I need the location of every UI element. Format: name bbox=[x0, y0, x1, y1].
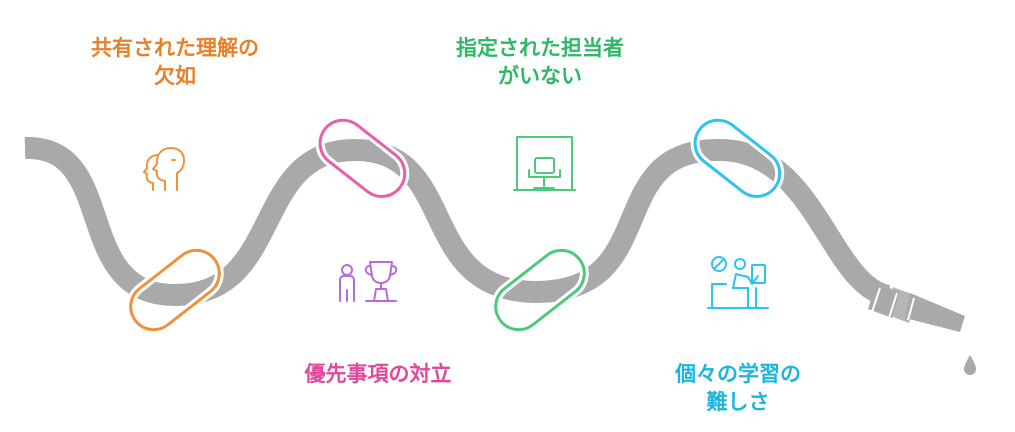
label-no-designated-owner: 指定された担当者 がいない bbox=[420, 34, 660, 90]
student-desk-icon bbox=[707, 256, 769, 309]
label-line-1: 優先事項の対立 bbox=[304, 362, 452, 386]
label-line-1: 個々の学習の bbox=[675, 362, 801, 386]
two-heads-icon bbox=[143, 147, 185, 191]
knot-orange-icon bbox=[126, 245, 224, 335]
label-line-1: 共有された理解の bbox=[91, 36, 259, 60]
label-line-1: 指定された担当者 bbox=[456, 36, 624, 60]
label-individual-learning-difficulty: 個々の学習の 難しさ bbox=[628, 360, 848, 416]
label-line-2: 難しさ bbox=[706, 390, 770, 414]
hose-path bbox=[24, 136, 892, 307]
person-trophy-icon bbox=[339, 261, 398, 302]
water-drop-icon bbox=[964, 355, 976, 375]
label-lack-of-shared-understanding: 共有された理解の 欠如 bbox=[60, 34, 290, 90]
knot-green-icon bbox=[491, 245, 589, 335]
empty-chair-icon bbox=[513, 136, 576, 191]
knot-blue-icon bbox=[690, 115, 785, 201]
nozzle-icon bbox=[868, 283, 965, 332]
label-line-2: がいない bbox=[498, 64, 582, 88]
knot-pink-icon bbox=[315, 115, 410, 201]
label-line-2: 欠如 bbox=[154, 64, 196, 88]
label-conflicting-priorities: 優先事項の対立 bbox=[258, 360, 498, 388]
